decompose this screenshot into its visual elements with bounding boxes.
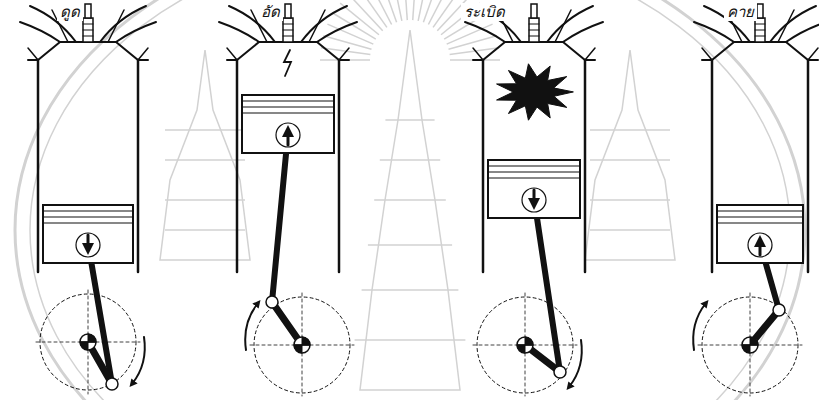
engine-cylinder xyxy=(465,4,603,396)
stroke-label: ดูด xyxy=(57,3,83,21)
watermark-seal xyxy=(15,0,805,400)
stroke-label: คาย xyxy=(724,3,757,21)
engine-cylinder xyxy=(219,4,357,396)
engine-cylinder xyxy=(20,4,156,394)
stroke-label: ระเบิด xyxy=(461,3,508,21)
engine-cylinder xyxy=(693,4,819,396)
stroke-label: อัด xyxy=(258,3,283,21)
